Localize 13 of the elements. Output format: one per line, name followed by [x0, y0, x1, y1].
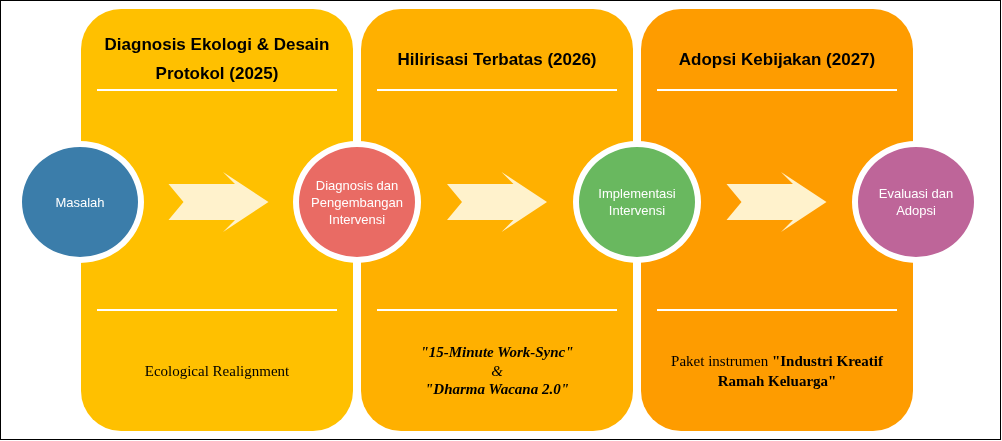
block-arrow	[447, 172, 547, 232]
phase-description: Ecological Realignment	[144, 362, 290, 381]
phase-description: "15-Minute Work-Sync" & "Dharma Wacana 2.0"	[420, 343, 574, 399]
circle-label: Evaluasi dan Adopsi	[877, 185, 955, 219]
phase-description: Paket instrumen "Industri Kreatif Ramah Keluarga"	[670, 352, 884, 391]
circle-label: Diagnosis dan Pengembangan Intervensi	[310, 176, 404, 228]
circle-label: Masalah	[55, 193, 105, 211]
block-arrow	[168, 172, 269, 232]
phase-heading: Hilirisasi Terbatas (2026)	[397, 48, 597, 71]
phase-heading: Diagnosis Ekologi & Desain Protokol (2025)	[103, 34, 331, 85]
circle-label: Implementasi Intervensi	[597, 185, 677, 219]
block-arrow	[726, 172, 827, 232]
phase-heading: Adopsi Kebijakan (2027)	[678, 48, 876, 71]
